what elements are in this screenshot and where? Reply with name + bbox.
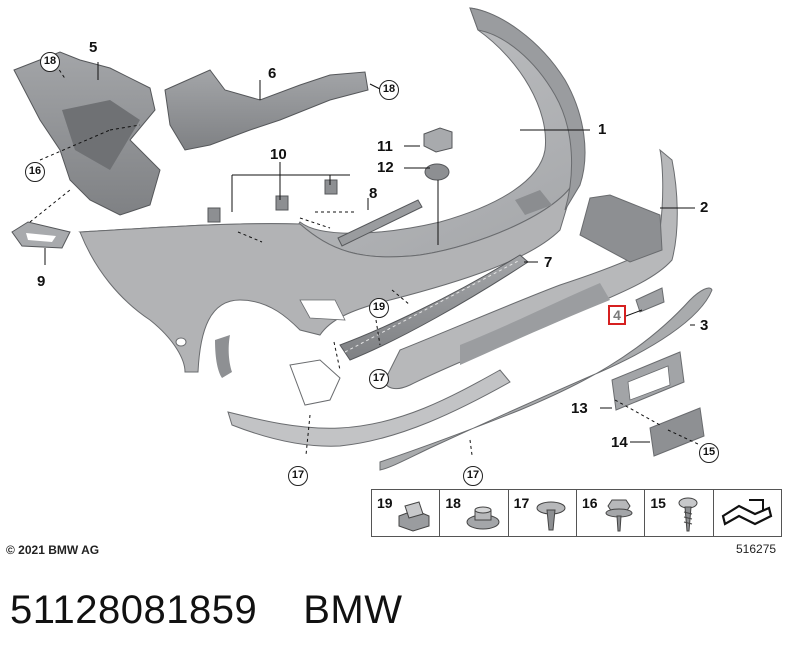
callout-2: 2 (700, 199, 709, 216)
part-number-caption: 51128081859 BMW (10, 588, 403, 633)
callout-10: 10 (270, 146, 287, 163)
brand-name: BMW (303, 588, 403, 632)
callout-17-lower-left: 17 (288, 466, 308, 486)
copyright-notice: © 2021 BMW AG (6, 543, 100, 557)
callout-3: 3 (700, 317, 709, 334)
leader-lines (44, 62, 695, 443)
legend-cell (714, 490, 781, 536)
legend-number: 15 (650, 495, 666, 511)
callout-11: 11 (377, 138, 393, 155)
callout-16: 16 (25, 162, 45, 182)
callout-15: 15 (699, 443, 719, 463)
legend-cell: 17 (509, 490, 577, 536)
legend-cell: 18 (440, 490, 509, 536)
legend-cell: 19 (372, 490, 441, 536)
sensor-part-12 (424, 163, 450, 181)
clip-nut-icon (398, 501, 430, 532)
bracket-part-5 (13, 51, 161, 216)
legend-number: 19 (377, 495, 393, 511)
callout-7: 7 (544, 254, 553, 271)
fastener-legend: 19 18 17 16 (371, 489, 782, 537)
callout-1: 1 (598, 121, 607, 138)
plastic-rivet-icon (536, 501, 566, 531)
callout-5: 5 (89, 39, 98, 56)
clips-part-10 (207, 179, 338, 223)
body-panel-pointer-icon (721, 499, 773, 526)
legend-cell: 16 (577, 490, 646, 536)
frame-part-9 (11, 221, 71, 249)
callout-17-lower-mid: 17 (463, 466, 483, 486)
legend-cell: 15 (645, 490, 714, 536)
plate-brackets-13-14 (611, 351, 705, 457)
part-number: 51128081859 (10, 588, 258, 632)
bumper-cover-part-1 (78, 7, 586, 378)
bracket-part-6 (164, 69, 369, 151)
legend-number: 17 (513, 495, 530, 511)
sensor-holder-part-11 (423, 127, 453, 153)
dashed-lines (29, 64, 701, 456)
trim-strip-part-3 (379, 287, 713, 471)
callout-9: 9 (37, 273, 46, 290)
legend-number: 16 (581, 495, 598, 511)
diffuser-panel-part-2 (384, 148, 678, 390)
callout-14: 14 (611, 434, 628, 451)
callout-12: 12 (377, 159, 394, 176)
guide-strip-part-8 (337, 199, 423, 247)
callout-18-top-right: 18 (379, 80, 399, 100)
callout-6: 6 (268, 65, 277, 82)
callout-18-top-left: 18 (40, 52, 60, 72)
lower-frame-part-17 (227, 359, 511, 447)
diagram-reference-number: 516275 (736, 542, 777, 556)
callout-19: 19 (369, 298, 389, 318)
legend-number: 18 (445, 495, 461, 511)
self-tapping-screw-icon (678, 497, 698, 532)
callout-4-highlighted: 4 (608, 305, 626, 325)
callout-17-center: 17 (369, 369, 389, 389)
callout-13: 13 (571, 400, 588, 417)
callout-8: 8 (369, 185, 378, 202)
flange-nut-icon (466, 506, 500, 530)
hex-screw-washer-icon (605, 499, 633, 532)
reflector-part-4 (635, 287, 665, 313)
